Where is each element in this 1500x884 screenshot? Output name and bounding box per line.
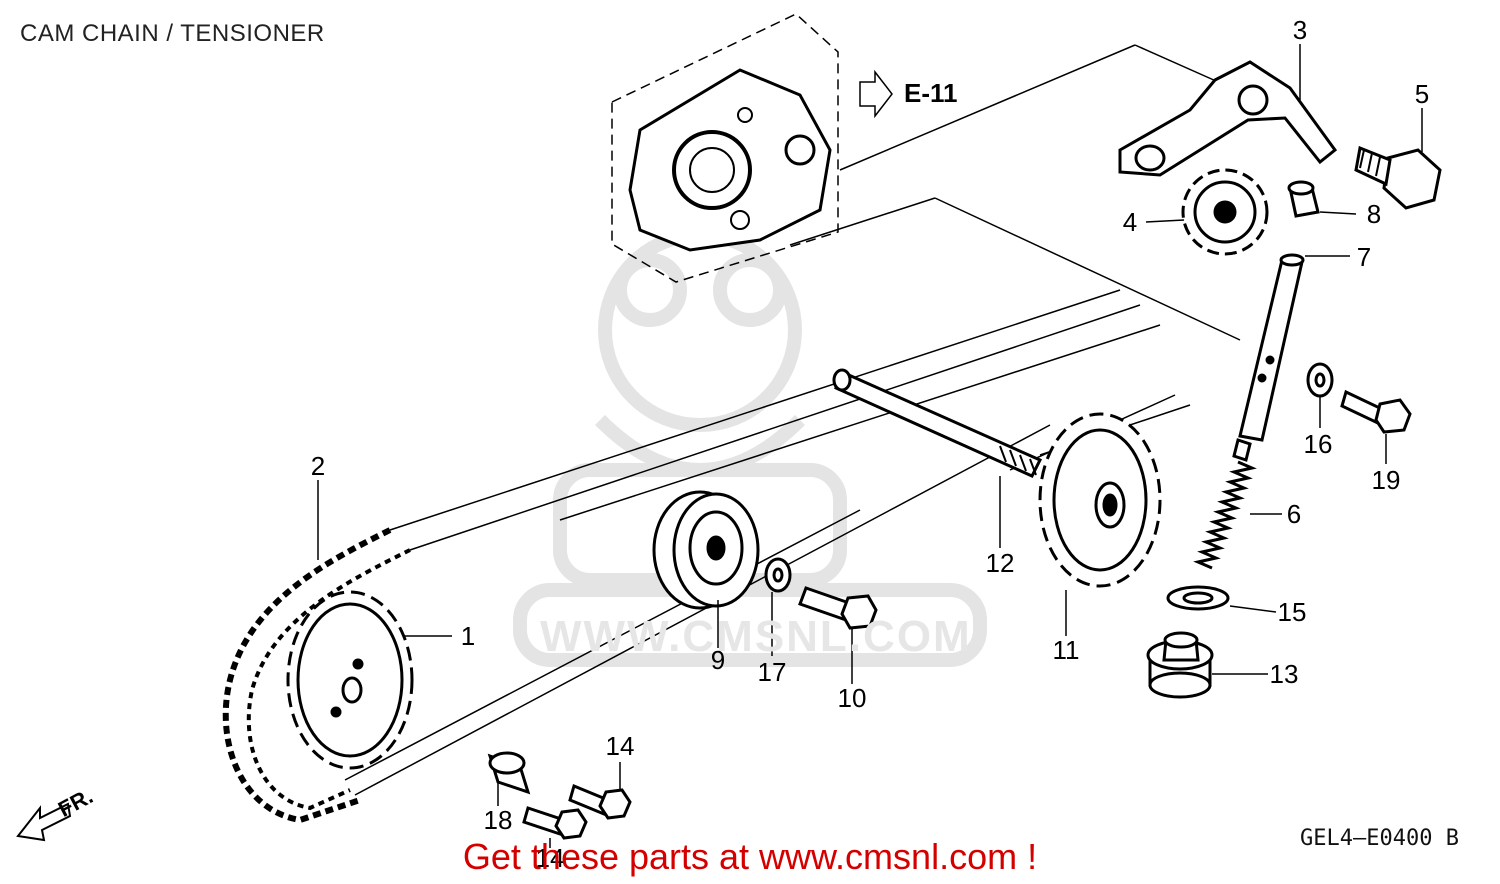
- cam-chain: [222, 527, 411, 824]
- callout-9: 9: [710, 645, 726, 675]
- push-rod: [1238, 253, 1305, 442]
- e11-reference-label: E-11: [904, 78, 958, 108]
- crankcase-reference: [611, 13, 839, 283]
- diagram-title: CAM CHAIN / TENSIONER: [20, 20, 325, 47]
- callout-7: 7: [1356, 242, 1372, 272]
- idler-shaft: [832, 368, 1043, 478]
- watermark-logo: [513, 228, 987, 667]
- callout-17: 17: [757, 657, 787, 687]
- callout-leaders: [317, 44, 1423, 848]
- callout-15: 15: [1277, 597, 1307, 627]
- guide-roller: [652, 490, 760, 610]
- washer-17: [764, 557, 792, 593]
- callout-12: 12: [985, 548, 1015, 578]
- roller-bolt: [798, 586, 878, 630]
- sealing-washer: [1166, 585, 1230, 611]
- washer-16: [1306, 362, 1334, 398]
- callout-16: 16: [1303, 429, 1333, 459]
- cta-banner[interactable]: Get these parts at www.cmsnl.com !: [462, 836, 1038, 877]
- cam-sprocket: [286, 590, 414, 770]
- callout-2: 2: [310, 451, 326, 481]
- callout-4: 4: [1122, 207, 1138, 237]
- watermark-text: WWW.CMSNL.COM: [540, 612, 972, 661]
- callout-8: 8: [1366, 199, 1382, 229]
- front-arrow: [16, 802, 72, 842]
- callout-14-upper: 14: [605, 731, 635, 761]
- sealing-plug: [1146, 631, 1214, 699]
- seal-cap: [1287, 180, 1320, 218]
- callout-1: 1: [460, 621, 476, 651]
- callout-11: 11: [1052, 635, 1080, 665]
- callout-6: 6: [1286, 499, 1302, 529]
- callout-14-lower: 14: [535, 843, 565, 873]
- diagram-code: GEL4—E0400 B: [1300, 826, 1459, 851]
- collar: [487, 751, 531, 795]
- tensioner-roller: [1181, 168, 1269, 256]
- callout-10: 10: [837, 683, 867, 713]
- e11-reference-arrow: [859, 69, 893, 119]
- bolt-14-upper: [568, 783, 632, 820]
- bolt-14-lower: [522, 806, 588, 840]
- callout-19: 19: [1371, 465, 1401, 495]
- callout-13: 13: [1269, 659, 1299, 689]
- tensioner-spring: [1193, 438, 1257, 570]
- bolt-19: [1340, 389, 1412, 434]
- pivot-bolt: [1354, 145, 1442, 210]
- idler-sprocket: [1038, 412, 1162, 588]
- callout-3: 3: [1292, 15, 1308, 45]
- callout-18: 18: [483, 805, 513, 835]
- callout-5: 5: [1414, 79, 1430, 109]
- tensioner-arm: [1118, 60, 1338, 177]
